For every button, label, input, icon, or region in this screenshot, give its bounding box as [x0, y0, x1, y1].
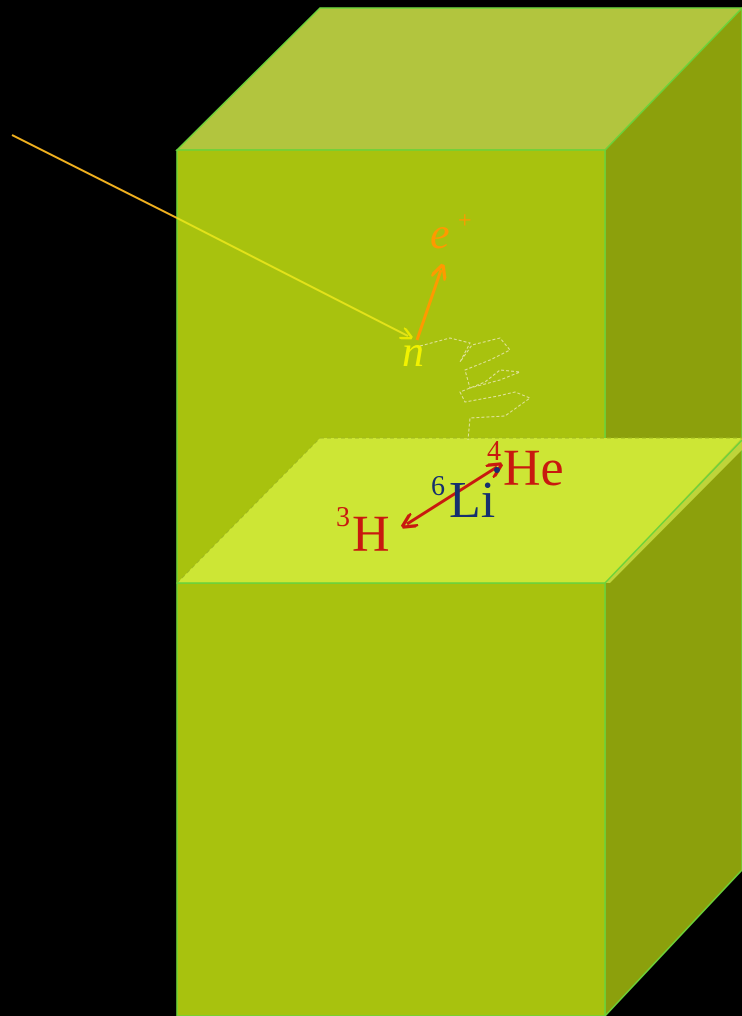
positron-label: e: [430, 209, 450, 258]
detector-front-lower: [176, 582, 606, 1016]
lithium-capture-point: [494, 467, 500, 473]
lithium-layer-left-edge: [176, 437, 321, 584]
lithium-symbol: Li: [449, 472, 495, 529]
lithium-layer-right-edge: [604, 439, 742, 584]
neutron-scatter-path: [419, 337, 532, 441]
incoming-track-outside: [11, 134, 178, 219]
positron-charge: +: [458, 208, 472, 234]
capture-products-arrow: [407, 467, 497, 524]
lithium-mass-number: 6: [431, 471, 445, 502]
incoming-track-inside: [176, 217, 408, 336]
tritium-symbol: H: [352, 506, 390, 563]
tritium-mass-number: 3: [336, 502, 350, 533]
neutron-label: n: [402, 327, 424, 376]
positron-arrow: [415, 270, 441, 341]
helium-mass-number: 4: [487, 436, 501, 467]
helium-symbol: He: [503, 440, 564, 497]
